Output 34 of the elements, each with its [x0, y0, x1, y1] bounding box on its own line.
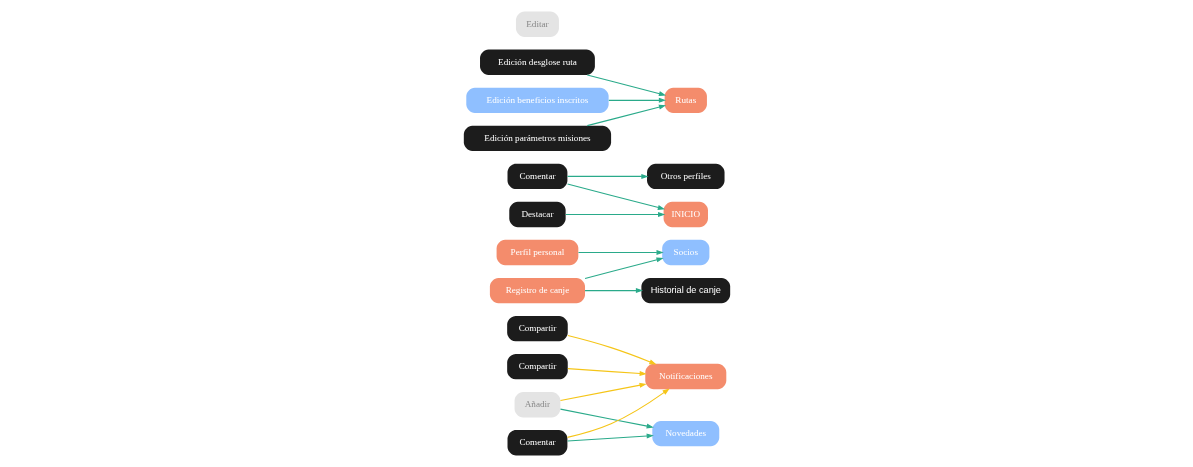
arrow [564, 211, 665, 217]
node-box: Registro de canje [489, 277, 585, 304]
arrow [566, 368, 647, 376]
arrow [577, 250, 664, 256]
arrow [559, 382, 647, 401]
node-box: Perfil personal [496, 239, 578, 266]
arrow [566, 334, 657, 365]
node-box: Comentar [507, 430, 567, 456]
node-box: Socios [661, 239, 709, 266]
arrow [584, 288, 643, 294]
node-box: Rutas [664, 87, 707, 113]
node-box: Notificaciones [644, 363, 726, 390]
node-box: Edición desglose ruta [479, 49, 595, 75]
node-box: Edición beneficios inscritos [465, 87, 609, 113]
node-box: Compartir [506, 354, 568, 380]
node-box: Comentar [507, 163, 567, 190]
node-box: Compartir [506, 315, 568, 342]
arrow [559, 408, 654, 429]
arrow [566, 433, 654, 442]
node-box: Destacar [508, 201, 566, 228]
node-box: INICIO [663, 201, 708, 228]
node-box: Edición parámetros misiones [463, 125, 611, 152]
node-box: Otros perfiles [646, 163, 725, 190]
arrow [566, 173, 649, 179]
arrow [566, 388, 670, 438]
arrow [607, 97, 666, 103]
node-box: Novedades [651, 420, 719, 447]
node-box: Historial de canje [640, 277, 730, 304]
arrow [566, 183, 665, 210]
arrow [584, 257, 664, 279]
node-box: Añadir [514, 392, 560, 418]
arrow [586, 74, 666, 97]
node-box: Editar [515, 11, 559, 37]
arrow [586, 104, 666, 127]
